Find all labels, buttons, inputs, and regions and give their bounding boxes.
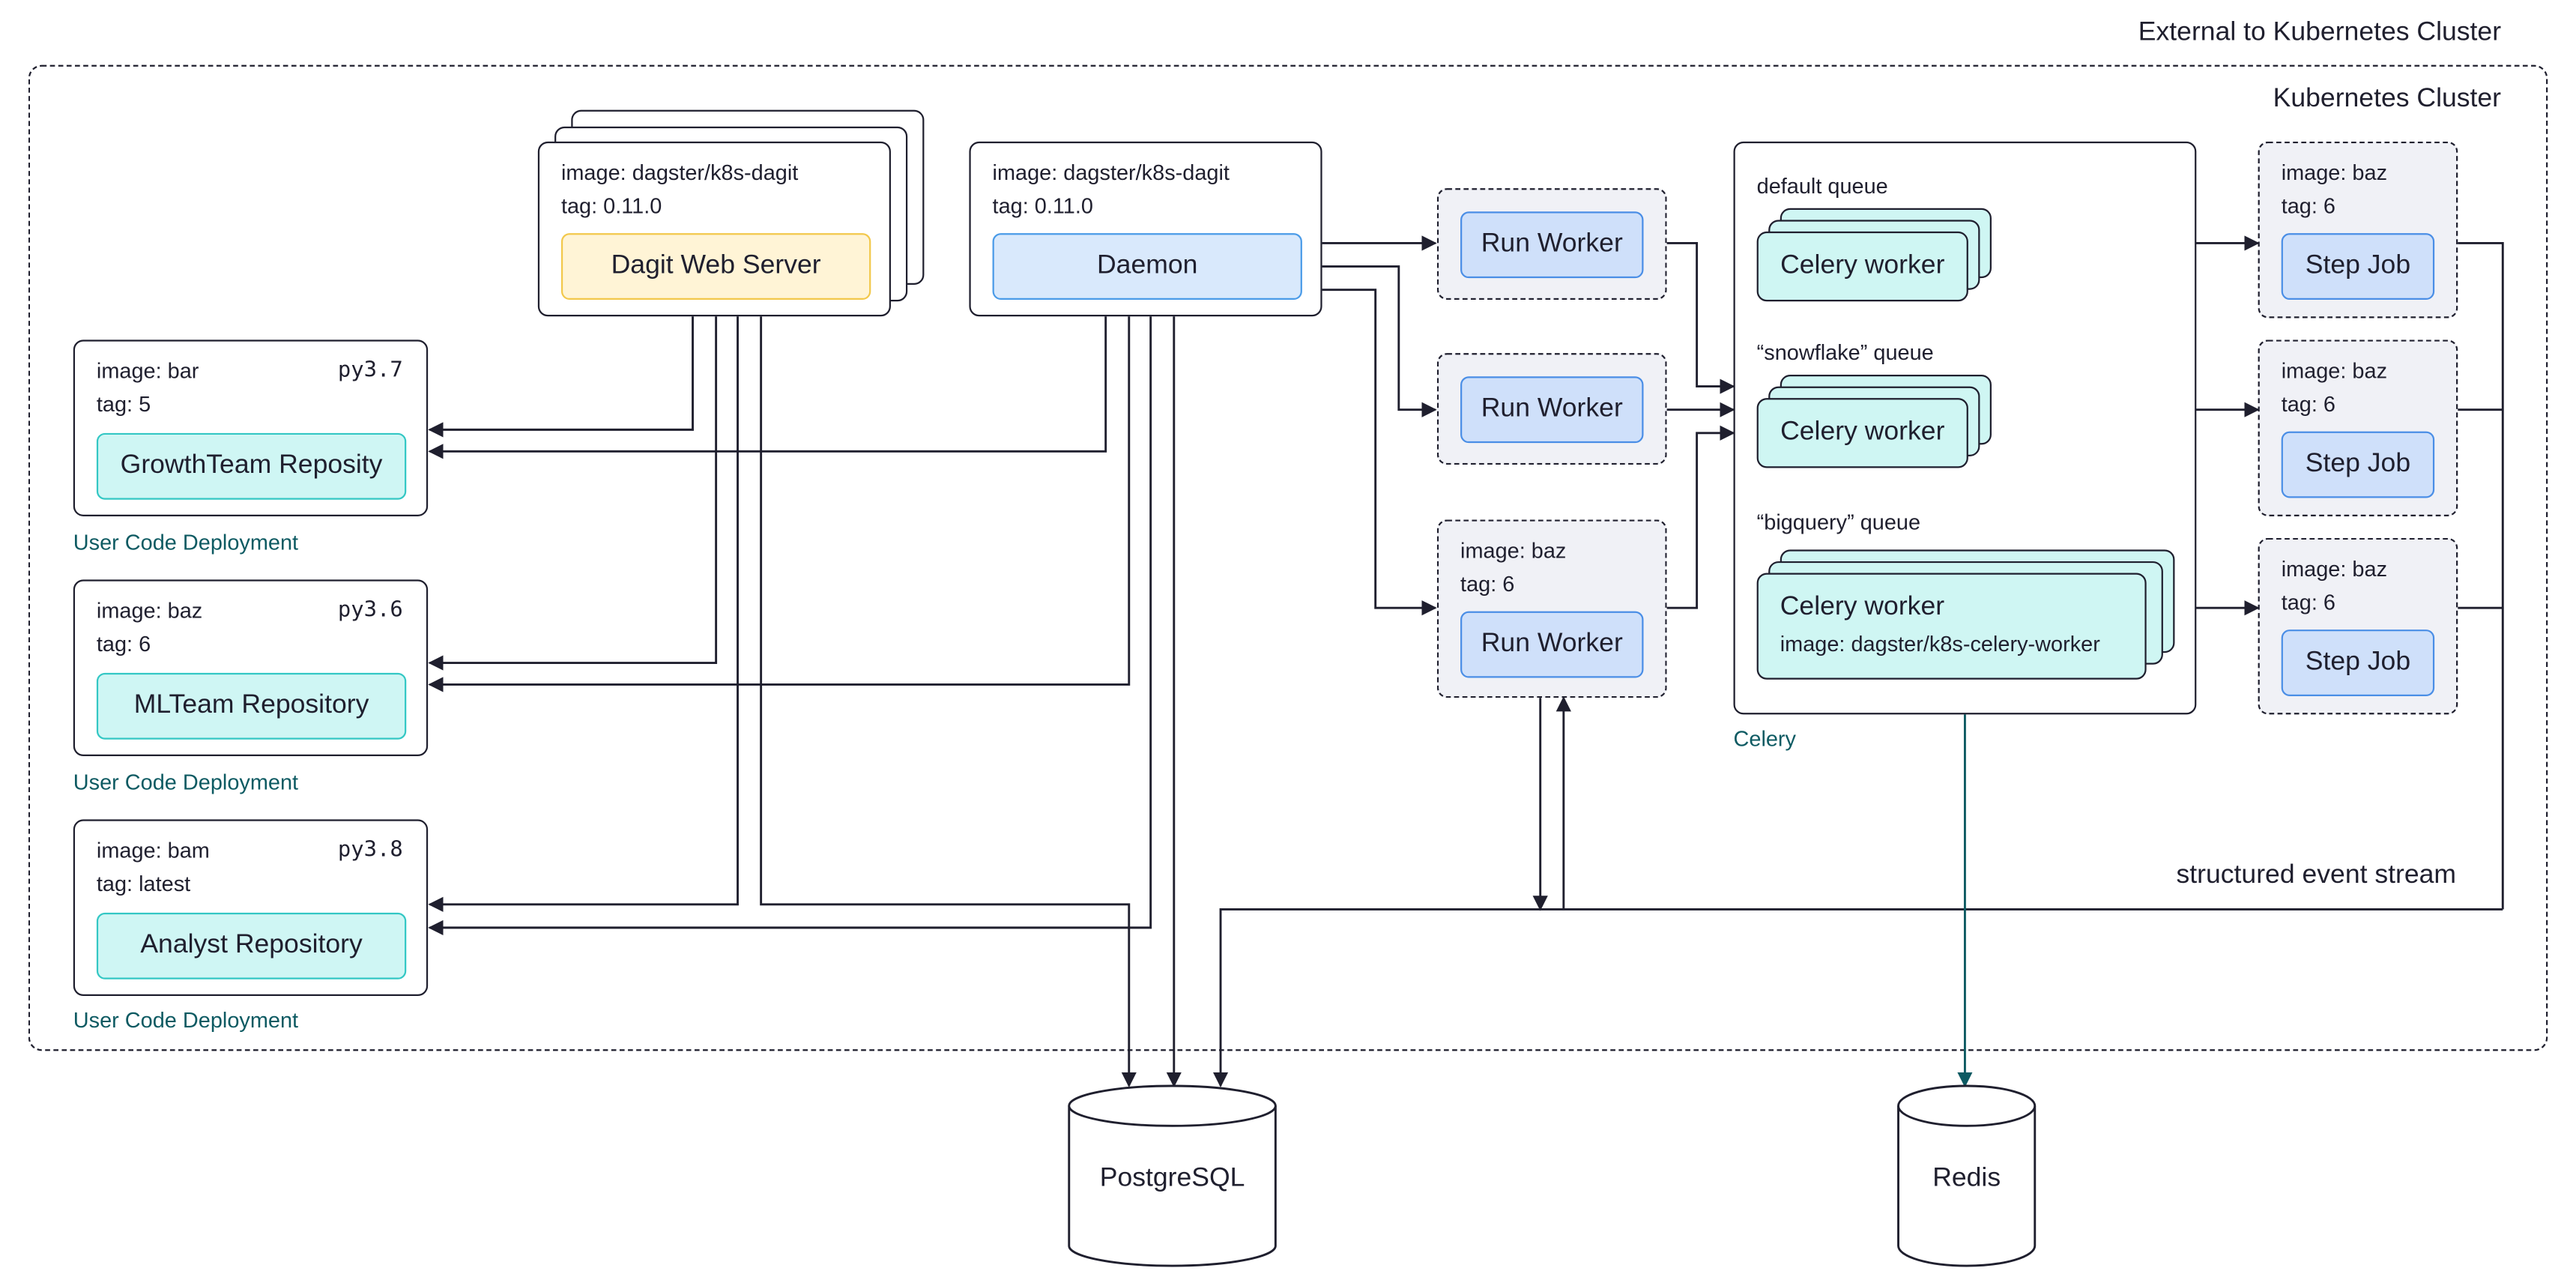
daemon-image: image: dagster/k8s-dagit	[992, 160, 1230, 185]
step-job-pod-2: image: baz tag: 6 Step Job	[2258, 339, 2458, 516]
cluster-label: Kubernetes Cluster	[2273, 85, 2502, 114]
run-worker-pod-2: Run Worker	[1436, 353, 1667, 465]
run-worker-3: Run Worker	[1460, 611, 1644, 678]
step-job-1-image: image: baz	[2281, 160, 2388, 185]
ml-repo-caption: User Code Deployment	[73, 769, 299, 795]
default-queue-label: default queue	[1756, 173, 1888, 199]
edge-daemon-rw2	[1322, 265, 1437, 417]
step-job-1-tag: tag: 6	[2281, 193, 2335, 219]
step-job-1: Step Job	[2281, 233, 2435, 301]
postgres-cylinder	[1068, 1084, 1277, 1267]
redis-label: Redis	[1932, 1164, 2001, 1193]
bigquery-celery-worker-image: image: dagster/k8s-celery-worker	[1780, 631, 2100, 656]
daemon: Daemon	[992, 233, 1302, 301]
growth-team-repository: GrowthTeam Reposity	[96, 432, 407, 500]
step-job-2: Step Job	[2281, 431, 2435, 498]
dagit-tag: tag: 0.11.0	[560, 193, 662, 219]
step-job-pod-3: image: baz tag: 6 Step Job	[2258, 537, 2458, 715]
step-job-2-tag: tag: 6	[2281, 391, 2335, 417]
step-job-pod-1: image: baz tag: 6 Step Job	[2258, 141, 2458, 318]
ml-repo-deployment: image: baz py3.6 tag: 6 MLTeam Repositor…	[73, 579, 429, 756]
analyst-repository: Analyst Repository	[96, 912, 407, 979]
run-worker-pod-3: image: baz tag: 6 Run Worker	[1436, 519, 1667, 698]
run-worker-2: Run Worker	[1460, 376, 1644, 444]
step-job-3: Step Job	[2281, 630, 2435, 696]
dagit-deployment: image: dagster/k8s-dagit tag: 0.11.0 Dag…	[537, 141, 891, 317]
analyst-repo-image: image: bam	[96, 837, 210, 863]
step-job-3-image: image: baz	[2281, 556, 2388, 582]
analyst-repo-deployment: image: bam py3.8 tag: latest Analyst Rep…	[73, 819, 429, 996]
dagit-image: image: dagster/k8s-dagit	[560, 160, 799, 185]
ml-repo-python: py3.6	[337, 597, 403, 624]
run-worker-1: Run Worker	[1460, 211, 1644, 279]
bigquery-celery-worker-label: Celery worker	[1780, 593, 1945, 621]
daemon-tag: tag: 0.11.0	[992, 193, 1093, 219]
event-stream-line	[1212, 908, 2503, 1088]
snowflake-celery-worker: Celery worker	[1756, 398, 1968, 468]
default-celery-worker: Celery worker	[1756, 231, 1968, 302]
edge-rw1-celery	[1666, 242, 1735, 394]
edge-dagit-postgres	[760, 316, 1137, 1088]
growth-repo-deployment: image: bar py3.7 tag: 5 GrowthTeam Repos…	[73, 339, 429, 516]
edge-dagit-growth	[428, 316, 694, 438]
run-worker-3-image: image: baz	[1460, 537, 1567, 564]
edge-dagit-analyst	[428, 316, 739, 912]
bigquery-queue-label: “bigquery” queue	[1756, 510, 1921, 535]
dagit-web-server: Dagit Web Server	[560, 233, 871, 301]
growth-repo-tag: tag: 5	[96, 391, 151, 417]
step-job-2-image: image: baz	[2281, 357, 2388, 384]
edge-dagit-ml	[428, 316, 718, 671]
run-worker-pod-1: Run Worker	[1436, 188, 1667, 301]
event-stream-label: structured event stream	[2176, 860, 2457, 890]
analyst-repo-tag: tag: latest	[96, 871, 191, 896]
analyst-repo-caption: User Code Deployment	[73, 1007, 299, 1033]
edge-step1-stream	[2458, 242, 2504, 910]
edge-rw3-celery	[1666, 425, 1735, 609]
growth-repo-image: image: bar	[96, 357, 199, 384]
postgres-label: PostgreSQL	[1099, 1164, 1245, 1193]
external-label: External to Kubernetes Cluster	[2138, 18, 2502, 47]
bigquery-celery-worker: Celery worker image: dagster/k8s-celery-…	[1756, 573, 2147, 680]
growth-repo-caption: User Code Deployment	[73, 529, 299, 555]
snowflake-queue-label: “snowflake” queue	[1756, 339, 1934, 365]
growth-repo-python: py3.7	[337, 357, 403, 384]
celery-caption: Celery	[1733, 725, 1797, 752]
cluster-boundary	[28, 64, 2548, 1051]
edge-daemon-ml	[428, 316, 1131, 692]
redis-cylinder	[1897, 1084, 2037, 1267]
ml-repo-tag: tag: 6	[96, 631, 151, 656]
ml-team-repository: MLTeam Repository	[96, 672, 407, 740]
analyst-repo-python: py3.8	[337, 837, 403, 863]
ml-repo-image: image: baz	[96, 597, 203, 624]
edge-daemon-analyst	[428, 316, 1152, 935]
step-job-3-tag: tag: 6	[2281, 589, 2335, 615]
run-worker-3-tag: tag: 6	[1460, 571, 1515, 597]
edge-daemon-rw3	[1322, 289, 1437, 616]
daemon-deployment: image: dagster/k8s-dagit tag: 0.11.0 Dae…	[969, 141, 1322, 317]
edge-daemon-growth	[428, 316, 1107, 459]
